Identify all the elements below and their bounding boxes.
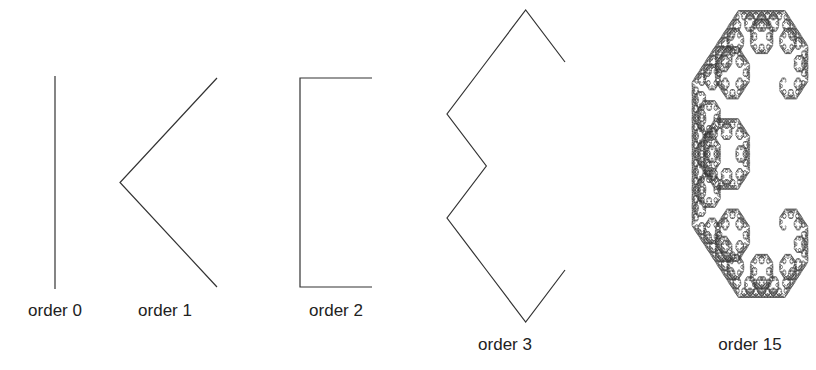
order-label: order 0 (28, 302, 82, 321)
order-label: order 1 (138, 302, 192, 321)
order-label: order 3 (478, 336, 532, 355)
order-label: order 2 (309, 302, 363, 321)
levy-curve (447, 10, 565, 322)
levy-curve (692, 10, 808, 298)
levy-curve (54, 76, 55, 289)
order-label: order 15 (718, 336, 781, 355)
levy-curve (300, 78, 372, 287)
levy-curve (120, 78, 217, 287)
